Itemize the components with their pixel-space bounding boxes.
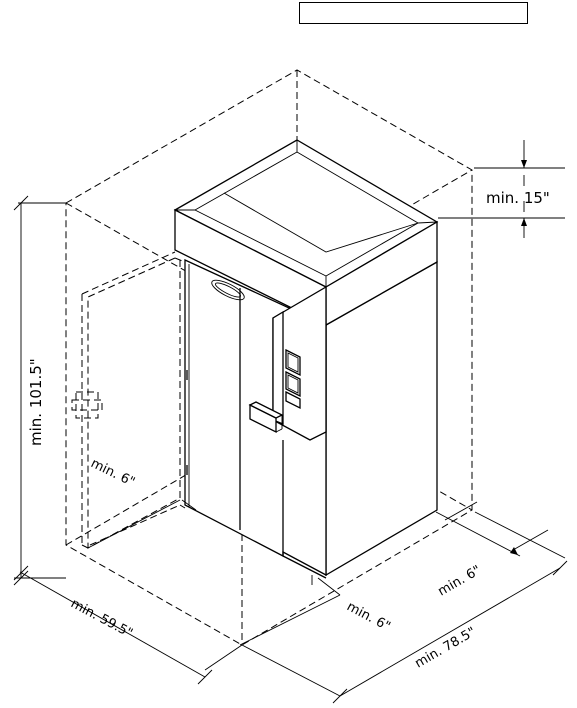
dim-front-clearance-label: min. 6" <box>436 563 484 600</box>
dim-width-label: min. 59.5" <box>68 596 135 641</box>
dim-height: min. 101.5" <box>14 196 66 585</box>
dim-top-clearance: min. 15" <box>438 140 565 238</box>
oven-unit <box>175 140 437 578</box>
door-swing-outline <box>72 252 185 548</box>
dim-side-clearance-label: min. 6" <box>88 456 137 490</box>
dim-top-clearance-label: min. 15" <box>486 189 550 207</box>
dim-height-label: min. 101.5" <box>27 358 45 446</box>
dim-rear-clearance-label: min. 6" <box>344 599 393 634</box>
dim-rear-clearance: min. 6" <box>240 575 393 645</box>
